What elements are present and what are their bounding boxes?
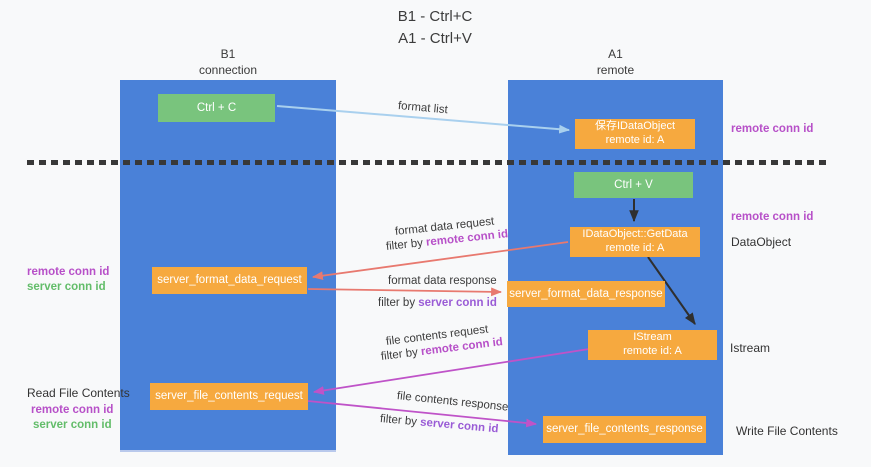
node-getdata-line1: IDataObject::GetData bbox=[582, 228, 688, 241]
label-remote-conn-id-right-top: remote conn id bbox=[731, 123, 814, 135]
label-file-contents-response: file contents response bbox=[396, 390, 509, 414]
node-save-idataobject: 保存IDataObject remote id: A bbox=[575, 119, 695, 149]
node-istream: IStream remote id: A bbox=[588, 330, 717, 360]
label-format-list: format list bbox=[397, 100, 449, 117]
node-server-file-contents-request: server_file_contents_request bbox=[150, 383, 308, 410]
node-save-idataobject-line1: 保存IDataObject bbox=[594, 120, 676, 133]
node-format-request-label: server_format_data_request bbox=[157, 274, 302, 287]
node-ctrl-v-label: Ctrl + V bbox=[614, 178, 653, 191]
label-write-file-contents: Write File Contents bbox=[736, 424, 838, 438]
label-istream: Istream bbox=[730, 341, 771, 355]
filter-by-text: filter by bbox=[378, 297, 419, 309]
title-line-b1: B1 - Ctrl+C bbox=[397, 8, 473, 25]
label-read-file-contents: Read File Contents bbox=[27, 386, 130, 400]
right-column-header: A1 remote bbox=[508, 47, 723, 78]
node-server-file-contents-response: server_file_contents_response bbox=[543, 416, 706, 443]
node-ctrl-c-label: Ctrl + C bbox=[196, 101, 237, 114]
node-istream-line1: IStream bbox=[633, 331, 672, 344]
label-remote-conn-id-right-mid: remote conn id bbox=[731, 211, 814, 223]
server-conn-id-text: server conn id bbox=[419, 416, 499, 436]
label-remote-conn-id-left-bottom: remote conn id bbox=[31, 404, 114, 416]
left-column-header: B1 connection bbox=[120, 47, 336, 78]
node-ctrl-c: Ctrl + C bbox=[158, 94, 275, 122]
label-file-contents-response-filter: filter by server conn id bbox=[379, 413, 498, 435]
node-getdata-line2: remote id: A bbox=[605, 242, 665, 254]
node-file-response-label: server_file_contents_response bbox=[546, 423, 703, 436]
filter-by-text: filter by bbox=[380, 346, 422, 363]
label-server-conn-id-left-mid: server conn id bbox=[27, 281, 106, 293]
node-idataobject-getdata: IDataObject::GetData remote id: A bbox=[570, 227, 700, 257]
title-line-a1: A1 - Ctrl+V bbox=[398, 29, 472, 47]
arrow-format-data-response bbox=[307, 287, 503, 297]
label-remote-conn-id-left-mid: remote conn id bbox=[27, 266, 110, 278]
filter-by-text: filter by bbox=[385, 236, 427, 253]
filter-by-text: filter by bbox=[379, 413, 421, 429]
diagram-title: B1 - Ctrl+C A1 - Ctrl+V bbox=[330, 6, 540, 50]
node-file-request-label: server_file_contents_request bbox=[155, 390, 303, 403]
label-dataobject: DataObject bbox=[731, 235, 792, 249]
phase-separator-dashed-line bbox=[27, 160, 831, 165]
node-server-format-data-response: server_format_data_response bbox=[507, 281, 665, 307]
node-server-format-data-request: server_format_data_request bbox=[152, 267, 307, 294]
node-save-idataobject-line2: remote id: A bbox=[605, 134, 665, 146]
node-ctrl-v: Ctrl + V bbox=[574, 172, 693, 198]
label-server-conn-id-left-bottom: server conn id bbox=[33, 419, 112, 431]
node-istream-line2: remote id: A bbox=[623, 345, 682, 357]
node-format-response-label: server_format_data_response bbox=[509, 287, 663, 300]
left-column-role: connection bbox=[198, 62, 258, 77]
label-format-data-response-filter: filter by server conn id bbox=[378, 297, 497, 309]
right-column-role: remote bbox=[596, 62, 635, 77]
server-conn-id-text: server conn id bbox=[418, 297, 497, 309]
right-column-name: A1 bbox=[608, 47, 623, 61]
label-format-data-response: format data response bbox=[388, 275, 497, 287]
left-column-name: B1 bbox=[220, 47, 236, 61]
